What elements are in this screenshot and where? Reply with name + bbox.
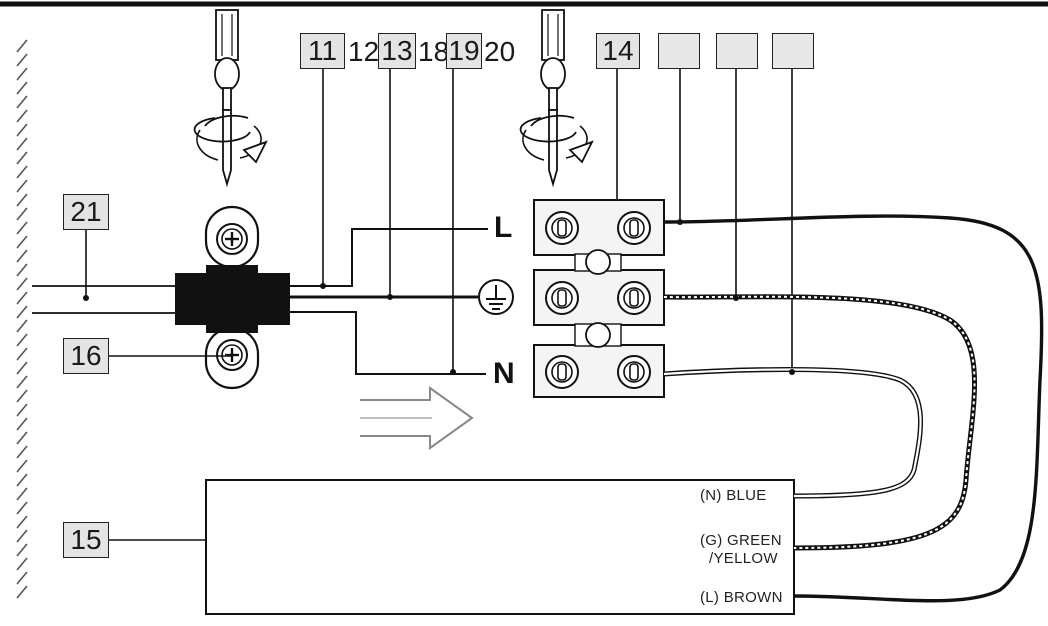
wall-hatching	[16, 39, 28, 599]
brown-wire	[663, 214, 1044, 603]
blue-wire-core	[663, 368, 922, 498]
wire-label-brown: (L) BROWN	[700, 589, 783, 606]
inner-conductors	[290, 228, 488, 375]
callout-20: 20	[484, 36, 516, 67]
screwdriver-right-icon	[519, 9, 594, 188]
callout-wire-n-dot	[789, 369, 795, 375]
callout-wire-n	[772, 33, 814, 69]
supply-cable	[32, 285, 175, 314]
callout-16: 16	[63, 338, 109, 374]
callout-12: 12	[348, 36, 380, 67]
wire-label-green-yellow-2: /YELLOW	[709, 550, 778, 567]
cable-clamp	[175, 205, 290, 390]
green-yellow-wire-core	[663, 295, 976, 549]
callout-wire-l-dot	[677, 219, 683, 225]
wire-label-blue: (N) BLUE	[700, 487, 767, 504]
callout-13: 13	[378, 33, 416, 69]
ground-icon	[478, 279, 514, 315]
callout-15: 15	[63, 522, 109, 558]
callout-11: 11	[300, 33, 345, 69]
terminal-screws	[545, 211, 651, 389]
screwdriver-left-icon	[193, 9, 268, 188]
callout-wire-g	[716, 33, 758, 69]
callout-wire-g-dot	[733, 295, 739, 301]
driver-box	[205, 479, 795, 615]
terminal-label-live: L	[494, 211, 513, 244]
blue-wire	[663, 367, 924, 499]
callout-19: 19	[446, 33, 482, 69]
terminal-label-neutral: N	[493, 357, 515, 390]
callout-14: 14	[596, 33, 640, 69]
wire-label-green-yellow-1: (G) GREEN	[700, 532, 782, 549]
callout-21: 21	[63, 194, 109, 230]
direction-arrow	[360, 386, 474, 450]
callout-18: 18	[418, 36, 450, 67]
callout-wire-l	[658, 33, 700, 69]
